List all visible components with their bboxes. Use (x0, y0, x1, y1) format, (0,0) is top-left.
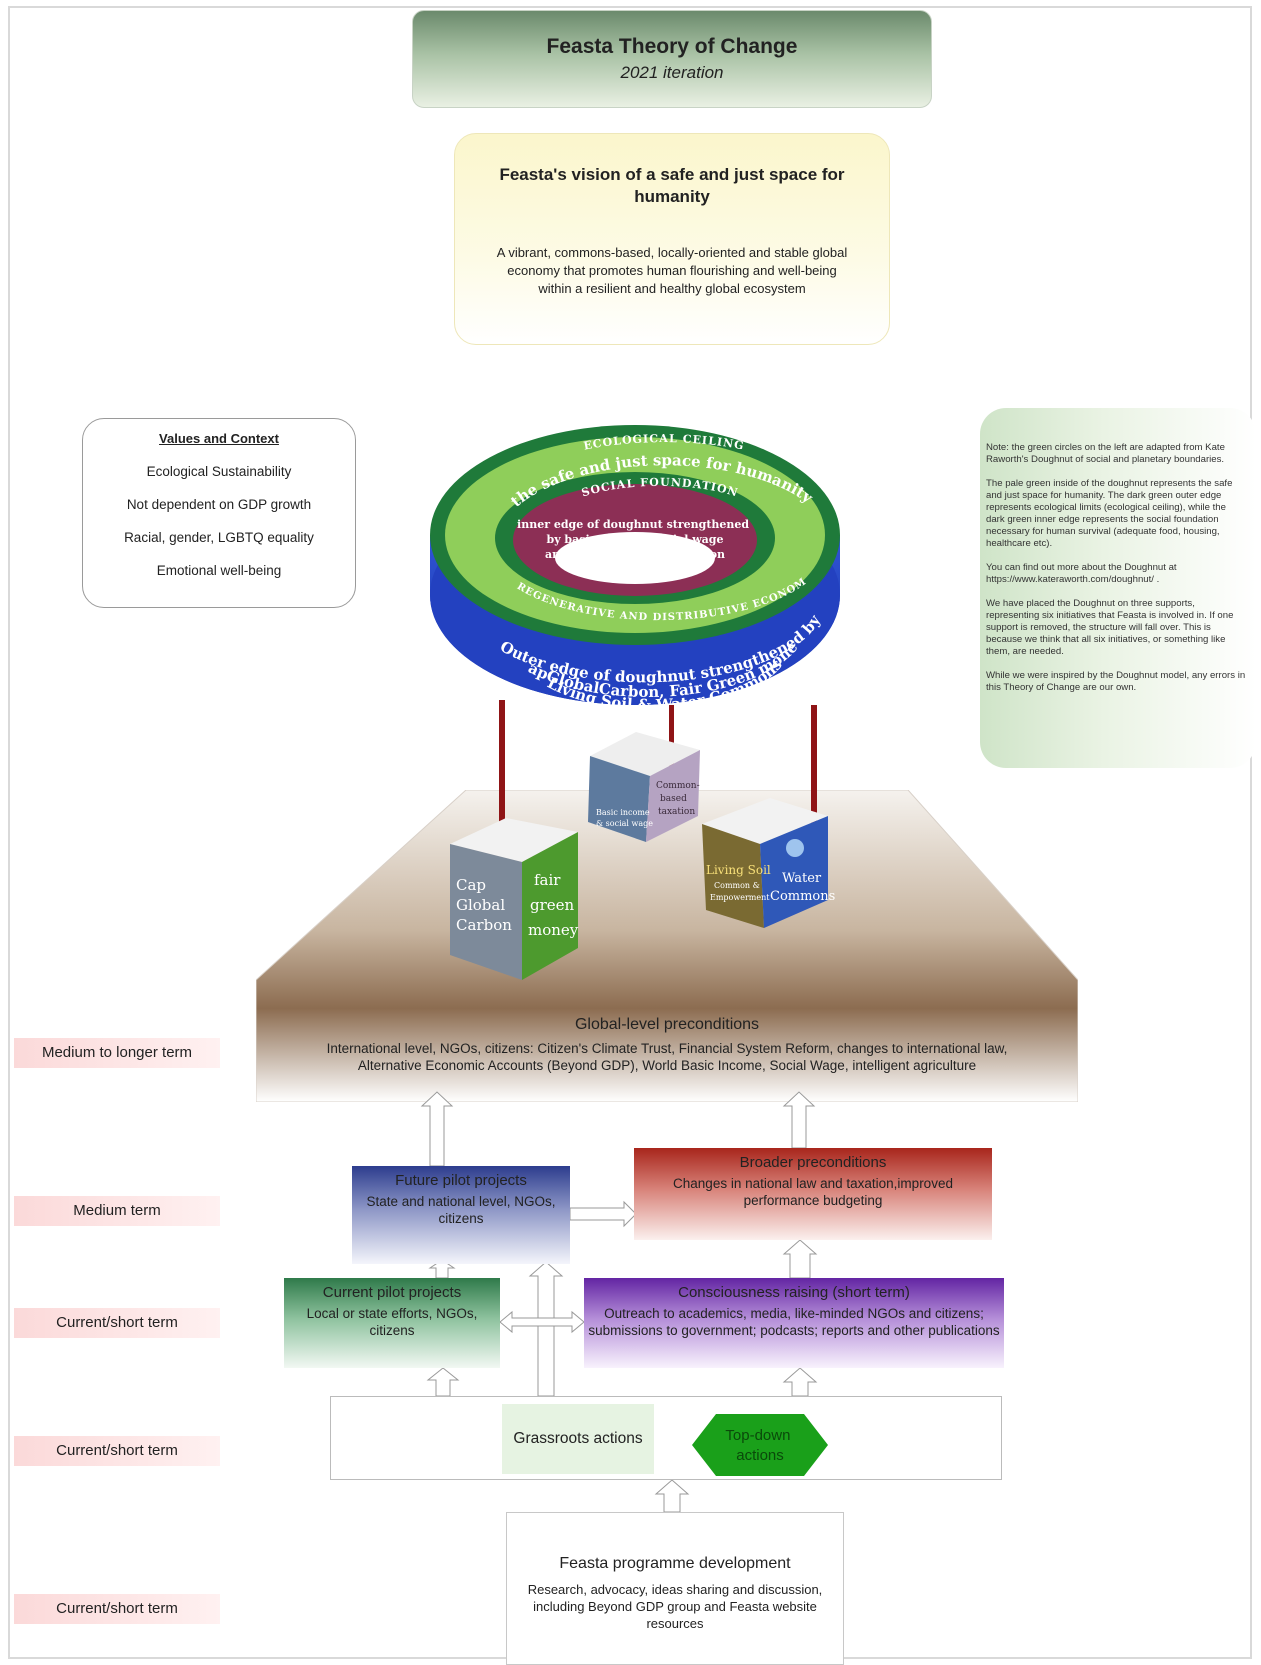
value-item: Not dependent on GDP growth (126, 497, 312, 512)
diagram-title-box: Feasta Theory of Change 2021 iteration (412, 10, 932, 108)
arrow-up-feasta-grassroots (654, 1479, 690, 1513)
broader-preconditions-box: Broader preconditions Changes in nationa… (634, 1148, 992, 1240)
grassroots-topdown-container (330, 1396, 1002, 1480)
term-label-medium: Medium term (14, 1196, 220, 1226)
note-paragraph: You can find out more about the Doughnut… (986, 562, 1177, 585)
consciousness-raising-title: Consciousness raising (short term) (678, 1284, 910, 1301)
vision-title: Feasta's vision of a safe and just space… (499, 165, 845, 206)
cube-label-basic-income: Basic income & social wage (596, 808, 653, 828)
cube-capglobalcarbon-fairgreen: Cap Global Carbon fair green money (450, 818, 579, 980)
arrow-up-grassroots-conscious (782, 1367, 818, 1397)
future-pilot-projects-title: Future pilot projects (395, 1172, 527, 1189)
future-pilot-projects-box: Future pilot projects State and national… (352, 1166, 570, 1264)
arrow-up-grassroots-future (528, 1261, 564, 1397)
feasta-programme-title: Feasta programme development (559, 1555, 791, 1572)
vision-box: Feasta's vision of a safe and just space… (454, 133, 890, 345)
note-box: Note: the green circles on the left are … (980, 408, 1256, 768)
values-heading: Values and Context (159, 431, 279, 446)
doughnut-hole (555, 532, 715, 584)
arrow-right-future-broader (569, 1200, 637, 1228)
diagram-subtitle: 2021 iteration (620, 63, 724, 82)
inner-edge-label: inner edge of doughnut strengthened by b… (517, 518, 753, 546)
future-pilot-projects-body: State and national level, NGOs, citizens (366, 1194, 556, 1226)
diagram-title: Feasta Theory of Change (546, 35, 798, 58)
water-drop-icon (786, 839, 804, 857)
vision-body: A vibrant, commons-based, locally-orient… (496, 245, 848, 296)
cube-livingsoil-watercommons: Living Soil Common & Empowerment Water C… (702, 798, 835, 928)
global-preconditions-title: Global-level preconditions (574, 1016, 760, 1033)
cube-basic-income-taxation: Common- based taxation Basic income & so… (588, 732, 703, 842)
broader-preconditions-body: Changes in national law and taxation,imp… (673, 1176, 953, 1208)
current-pilot-projects-title: Current pilot projects (322, 1284, 462, 1301)
value-item: Racial, gender, LGBTQ equality (124, 530, 314, 545)
consciousness-raising-body: Outreach to academics, media, like-minde… (588, 1306, 1000, 1338)
value-item: Emotional well-being (156, 563, 282, 578)
feasta-programme-body: Research, advocacy, ideas sharing and di… (527, 1582, 823, 1631)
broader-preconditions-title: Broader preconditions (739, 1154, 887, 1171)
arrow-up-broader-global (782, 1091, 816, 1149)
cube-label-fairgreen: fair green money (528, 871, 579, 939)
term-label-medium-longer: Medium to longer term (14, 1038, 220, 1068)
note-paragraph: We have placed the Doughnut on three sup… (986, 598, 1234, 657)
value-item: Ecological Sustainability (146, 464, 292, 479)
cube-label-watercommons: Water Commons (770, 871, 835, 904)
global-preconditions: Global-level preconditions International… (256, 1002, 1078, 1102)
term-label-current-1: Current/short term (14, 1308, 220, 1338)
term-label-current-2: Current/short term (14, 1436, 220, 1466)
doughnut-diagram: ECOLOGICAL CEILING the safe and just spa… (430, 420, 840, 980)
note-paragraph: The pale green inside of the doughnut re… (986, 478, 1233, 549)
arrow-up-future-global (420, 1091, 454, 1167)
global-preconditions-body-line1: International level, NGOs, citizens: Cit… (326, 1041, 1008, 1056)
note-paragraph: While we were inspired by the Doughnut m… (986, 670, 1246, 693)
cube-label-commons-taxation: Common- based taxation (656, 781, 703, 817)
note-paragraph: Note: the green circles on the left are … (986, 442, 1225, 465)
pillar-right (811, 705, 817, 850)
cube-label-livingsoil: Living Soil Common & Empowerment (706, 863, 775, 902)
consciousness-raising-box: Consciousness raising (short term) Outre… (584, 1278, 1004, 1368)
current-pilot-projects-box: Current pilot projects Local or state ef… (284, 1278, 500, 1368)
topdown-actions-label: Top-down actions (725, 1427, 794, 1464)
inner-edge-label: and commons-based taxation (545, 548, 725, 561)
pillar-left (499, 700, 505, 850)
current-pilot-projects-body: Local or state efforts, NGOs, citizens (306, 1306, 478, 1338)
cube-label-capglobalcarbon: Cap Global Carbon (456, 876, 512, 934)
arrow-up-grassroots-current (426, 1367, 460, 1397)
grassroots-actions-box: Grassroots actions (502, 1404, 654, 1474)
values-box: Values and Context Ecological Sustainabi… (82, 418, 356, 608)
feasta-programme-box: Feasta programme development Research, a… (506, 1512, 844, 1665)
arrow-up-conscious-broader (782, 1239, 818, 1279)
term-label-current-3: Current/short term (14, 1594, 220, 1624)
global-preconditions-body-line2: Alternative Economic Accounts (Beyond GD… (357, 1058, 977, 1073)
topdown-actions-hexagon: Top-down actions (692, 1414, 828, 1476)
